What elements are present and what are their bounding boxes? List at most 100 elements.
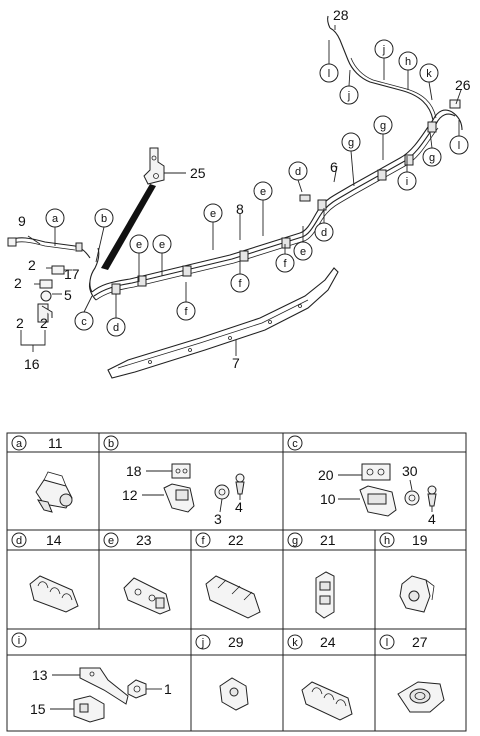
svg-text:15: 15	[30, 701, 46, 717]
small-parts-16-17-5	[20, 265, 72, 352]
svg-text:h: h	[384, 535, 390, 547]
svg-text:d: d	[321, 227, 327, 239]
svg-text:e: e	[300, 246, 306, 258]
callout-j: j	[374, 39, 394, 59]
svg-text:a: a	[16, 438, 23, 450]
callout-d: d	[106, 317, 126, 337]
svg-text:j: j	[382, 44, 385, 56]
svg-text:h: h	[405, 56, 411, 68]
svg-text:j: j	[347, 90, 350, 102]
cell-b-header: b	[103, 435, 119, 451]
svg-text:i: i	[18, 635, 20, 647]
part-22-clip	[205, 575, 261, 619]
svg-text:13: 13	[32, 667, 48, 683]
cell-i-parts: 13 1 15	[30, 667, 172, 723]
cell-c-header: c	[287, 435, 303, 451]
svg-text:e: e	[159, 239, 165, 251]
number-callouts: 28 26 25 6 8 7 9 17 5 16 2 2 2 2	[14, 7, 471, 372]
callout-e: e	[203, 203, 223, 223]
svg-text:l: l	[328, 68, 330, 80]
part-27-clamp	[397, 681, 445, 713]
main-fuel-pipe	[88, 15, 463, 301]
label-6: 6	[330, 159, 338, 175]
label-28: 28	[333, 7, 349, 23]
svg-text:d: d	[16, 535, 22, 547]
callout-g: g	[422, 147, 442, 167]
callout-f: f	[176, 301, 196, 321]
part-19-clip	[399, 575, 435, 613]
svg-text:f: f	[184, 306, 188, 318]
label-2b: 2	[14, 275, 22, 291]
cell-l-header: l 27	[379, 634, 428, 650]
callout-e: e	[152, 234, 172, 254]
svg-text:k: k	[426, 68, 432, 80]
svg-text:27: 27	[412, 634, 428, 650]
label-7: 7	[232, 355, 240, 371]
callout-f: f	[230, 273, 250, 293]
svg-text:g: g	[380, 120, 386, 132]
part-29-clip	[219, 677, 249, 711]
callout-a: a	[45, 208, 65, 228]
cell-i-header: i	[11, 632, 27, 648]
svg-text:l: l	[458, 140, 460, 152]
bracket-25	[101, 147, 186, 270]
callout-f: f	[275, 253, 295, 273]
callout-l: l	[449, 135, 469, 155]
svg-text:4: 4	[428, 511, 436, 527]
callout-e: e	[293, 241, 313, 261]
svg-text:20: 20	[318, 467, 334, 483]
svg-text:12: 12	[122, 487, 138, 503]
front-pipe-9	[7, 235, 91, 259]
callout-c: c	[74, 311, 94, 331]
callout-k: k	[419, 63, 439, 83]
heat-shield-7	[107, 267, 339, 379]
callout-j: j	[339, 85, 359, 105]
svg-text:b: b	[108, 438, 114, 450]
svg-text:24: 24	[320, 634, 336, 650]
svg-text:g: g	[429, 152, 435, 164]
svg-text:f: f	[238, 278, 242, 290]
label-9: 9	[18, 213, 26, 229]
callout-d: d	[288, 161, 308, 181]
svg-text:e: e	[260, 186, 266, 198]
svg-text:1: 1	[164, 681, 172, 697]
svg-text:e: e	[136, 239, 142, 251]
cell-d-header: d 14	[11, 532, 62, 548]
svg-text:23: 23	[136, 532, 152, 548]
cell-f-header: f 22	[195, 532, 244, 548]
label-26: 26	[455, 77, 471, 93]
part-21-clip	[315, 571, 335, 619]
svg-text:g: g	[348, 137, 354, 149]
callout-e: e	[253, 181, 273, 201]
callout-h: h	[398, 51, 418, 71]
label-2a: 2	[28, 257, 36, 273]
letter-callouts: a b c d e e f e f e f d e d g g i g l l …	[45, 39, 469, 337]
leader-lines	[54, 25, 462, 356]
svg-text:i: i	[406, 176, 408, 188]
svg-text:b: b	[101, 213, 107, 225]
svg-text:18: 18	[126, 463, 142, 479]
part-11-clip	[35, 471, 73, 513]
callout-e: e	[129, 234, 149, 254]
svg-text:21: 21	[320, 532, 336, 548]
label-2c: 2	[16, 315, 24, 331]
callout-b: b	[94, 208, 114, 228]
svg-text:f: f	[201, 535, 205, 547]
svg-text:22: 22	[228, 532, 244, 548]
svg-text:30: 30	[402, 463, 418, 479]
svg-text:4: 4	[235, 499, 243, 515]
svg-text:f: f	[283, 258, 287, 270]
label-8: 8	[236, 201, 244, 217]
svg-text:14: 14	[46, 532, 62, 548]
parts-table	[6, 432, 467, 732]
svg-text:l: l	[386, 637, 388, 649]
cell-b-parts: 18 12 3 4	[122, 463, 245, 527]
